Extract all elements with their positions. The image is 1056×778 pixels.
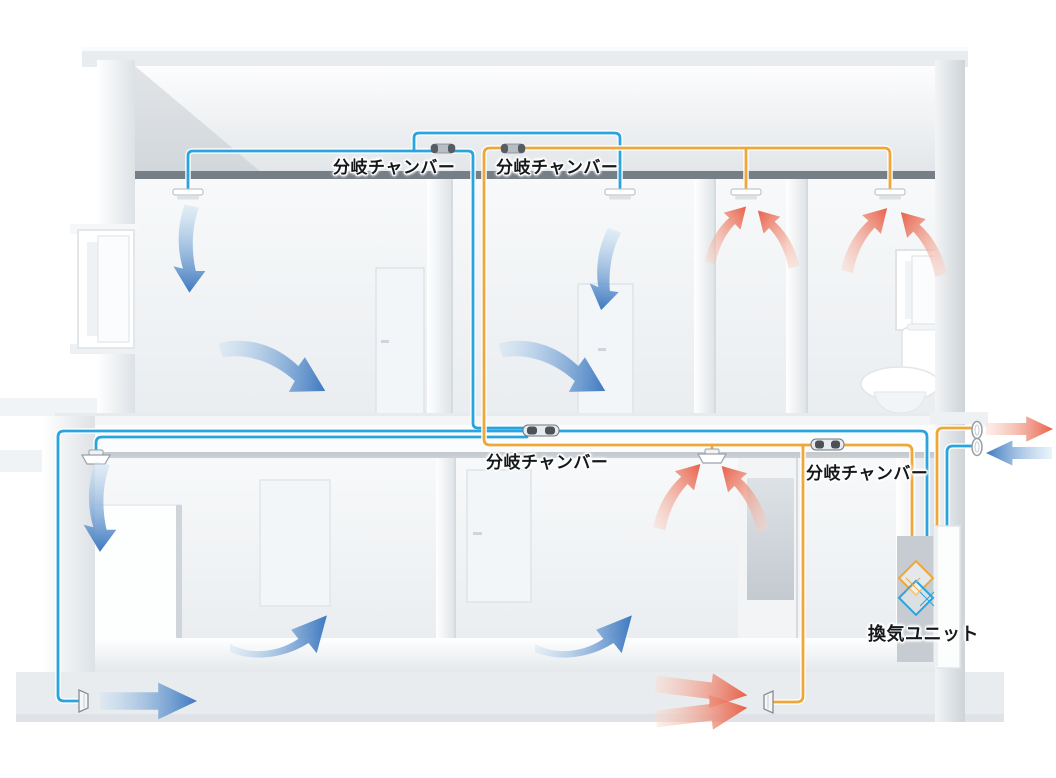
branch-chamber-fitting-2f-left xyxy=(430,143,456,154)
label-branch-chamber-1f-right: 分岐チャンバー xyxy=(806,464,929,483)
branch-chamber-fitting-1f-right xyxy=(810,438,845,451)
label-branch-chamber-2f-left: 分岐チャンバー xyxy=(333,158,456,177)
foundation xyxy=(16,672,1004,722)
outdoor-exhaust-arrow xyxy=(986,416,1053,442)
branch-chamber-fitting-1f-center xyxy=(522,424,560,437)
exhaust-grille-2f-right xyxy=(874,188,906,200)
exhaust-grille-2f-left xyxy=(730,188,762,200)
ventilation-unit xyxy=(897,525,961,669)
exterior-exhaust-hood xyxy=(971,420,983,440)
toilet xyxy=(860,323,943,414)
supply-diffuser-2f-left xyxy=(172,188,204,200)
underfloor-supply-vent xyxy=(78,688,89,714)
partition-wall-1f-1 xyxy=(436,458,456,658)
partition-wall-2f-2 xyxy=(694,179,716,420)
roof xyxy=(82,47,968,173)
first-floor-slab xyxy=(42,638,935,672)
door-1f-left xyxy=(259,479,331,607)
exterior-intake-hood xyxy=(971,437,983,457)
door-1f-center xyxy=(466,469,532,603)
heat-exchange-icon xyxy=(897,559,935,617)
label-branch-chamber-1f-center: 分岐チャンバー xyxy=(486,453,609,472)
left-window xyxy=(70,224,140,354)
second-floor-rooms xyxy=(135,179,935,420)
supply-diffuser-2f-center xyxy=(604,188,636,200)
label-branch-chamber-2f-right: 分岐チャンバー xyxy=(496,158,619,177)
outdoor-intake-arrow xyxy=(986,440,1052,466)
branch-chamber-fitting-2f-right xyxy=(500,143,526,154)
partition-wall-2f-1 xyxy=(427,179,453,420)
door-2f-left xyxy=(375,267,425,415)
label-ventilation-unit: 換気ユニット xyxy=(868,624,979,644)
exhaust-grille-1f xyxy=(696,448,728,464)
underfloor-exhaust-vent xyxy=(763,689,774,715)
partition-wall-2f-3 xyxy=(786,179,808,420)
